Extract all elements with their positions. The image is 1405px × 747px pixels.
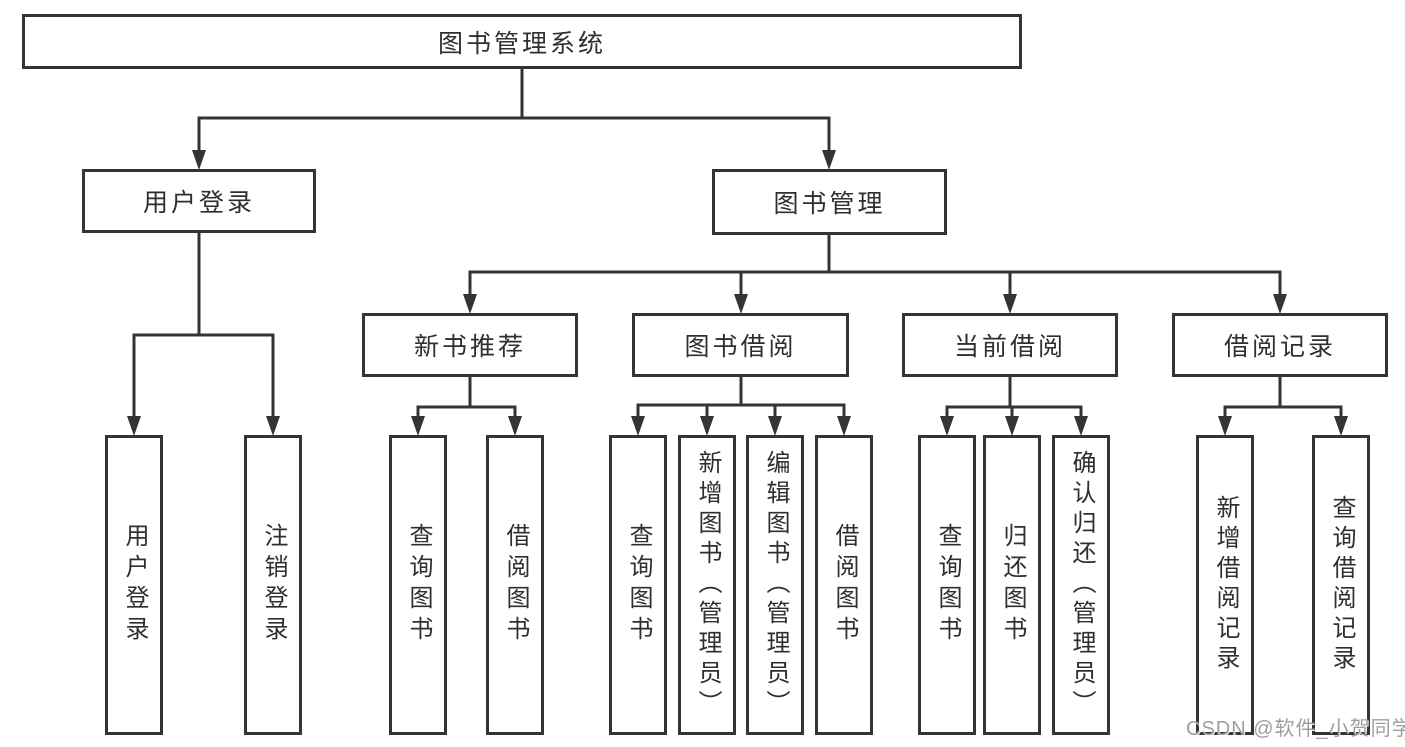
leaf-query-books-borrow-label: 查询图书 bbox=[625, 523, 652, 647]
leaf-user-login-label: 用户登录 bbox=[121, 523, 148, 647]
node-current-borrow-label: 当前借阅 bbox=[953, 333, 1066, 361]
leaf-query-books-recommend: 查询图书 bbox=[389, 435, 447, 735]
leaf-return-books-label: 归还图书 bbox=[999, 523, 1026, 647]
leaf-query-books-current-label: 查询图书 bbox=[934, 523, 961, 647]
leaf-borrow-books: 借阅图书 bbox=[815, 435, 873, 735]
node-borrow-records: 借阅记录 bbox=[1172, 313, 1388, 377]
leaf-user-login: 用户登录 bbox=[105, 435, 163, 735]
node-book-borrow: 图书借阅 bbox=[632, 313, 849, 377]
node-user-login-label: 用户登录 bbox=[142, 189, 255, 217]
leaf-add-borrow-record-label: 新增借阅记录 bbox=[1212, 495, 1239, 675]
node-root-library-system: 图书管理系统 bbox=[22, 14, 1022, 69]
node-new-book-recommend: 新书推荐 bbox=[362, 313, 578, 377]
leaf-edit-books-admin-label: 编辑图书（管理员） bbox=[762, 450, 789, 720]
leaf-borrow-books-recommend: 借阅图书 bbox=[486, 435, 544, 735]
leaf-logout-label: 注销登录 bbox=[260, 523, 287, 647]
leaf-borrow-books-recommend-label: 借阅图书 bbox=[502, 523, 529, 647]
node-root-label: 图书管理系统 bbox=[437, 29, 606, 58]
node-book-management: 图书管理 bbox=[712, 169, 947, 235]
leaf-add-books-admin: 新增图书（管理员） bbox=[678, 435, 736, 735]
node-user-login: 用户登录 bbox=[82, 169, 316, 233]
node-book-borrow-label: 图书借阅 bbox=[684, 333, 797, 361]
leaf-confirm-return-admin-label: 确认归还（管理员） bbox=[1068, 450, 1095, 720]
leaf-confirm-return-admin: 确认归还（管理员） bbox=[1052, 435, 1110, 735]
leaf-edit-books-admin: 编辑图书（管理员） bbox=[746, 435, 804, 735]
leaf-query-books-current: 查询图书 bbox=[918, 435, 976, 735]
node-new-book-recommend-label: 新书推荐 bbox=[413, 333, 526, 361]
node-current-borrow: 当前借阅 bbox=[902, 313, 1118, 377]
leaf-query-books-borrow: 查询图书 bbox=[609, 435, 667, 735]
leaf-add-borrow-record: 新增借阅记录 bbox=[1196, 435, 1254, 735]
node-borrow-records-label: 借阅记录 bbox=[1223, 333, 1336, 361]
leaf-borrow-books-label: 借阅图书 bbox=[831, 523, 858, 647]
leaf-query-borrow-record: 查询借阅记录 bbox=[1312, 435, 1370, 735]
leaf-query-books-recommend-label: 查询图书 bbox=[405, 523, 432, 647]
leaf-query-borrow-record-label: 查询借阅记录 bbox=[1328, 495, 1355, 675]
csdn-watermark: CSDN @软件_小贺同学 bbox=[1186, 718, 1405, 740]
leaf-add-books-admin-label: 新增图书（管理员） bbox=[694, 450, 721, 720]
leaf-logout: 注销登录 bbox=[244, 435, 302, 735]
leaf-return-books: 归还图书 bbox=[983, 435, 1041, 735]
node-book-management-label: 图书管理 bbox=[773, 190, 886, 218]
